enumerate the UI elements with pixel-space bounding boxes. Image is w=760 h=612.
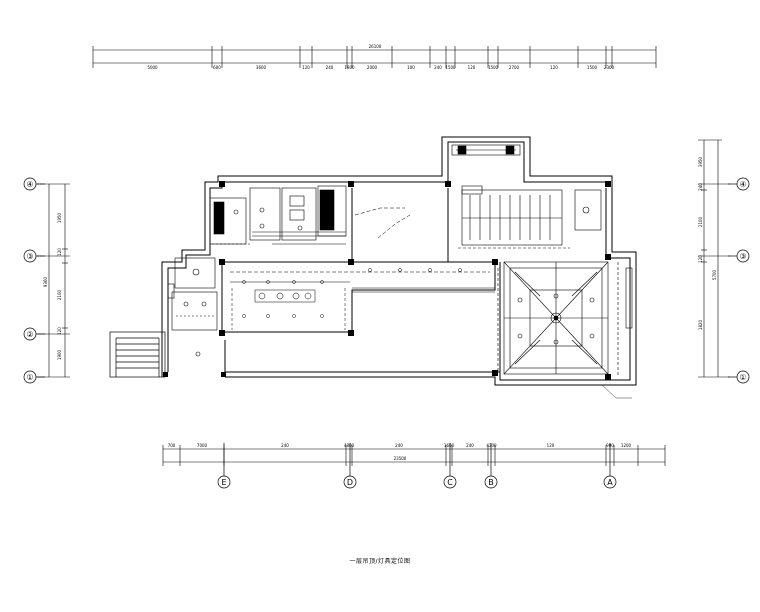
axis-label-4-right: ④ bbox=[739, 180, 746, 189]
axis-label-1-left: ① bbox=[26, 373, 33, 382]
top-segment-label: 1500 bbox=[488, 65, 499, 70]
top-segment-label: 120 bbox=[550, 65, 558, 70]
top-segment-label: 120 bbox=[468, 65, 476, 70]
axis-label-D: D bbox=[347, 478, 353, 487]
left-segment-labels: 1950 120 2100 120 1900 bbox=[57, 212, 62, 360]
central-ceiling bbox=[230, 207, 495, 330]
bottom-segment-label: 7000 bbox=[197, 443, 208, 448]
top-overall-dimension: 26100 bbox=[369, 44, 382, 49]
left-dimension-chain bbox=[37, 183, 70, 378]
axis-label-1-right: ① bbox=[739, 373, 746, 382]
right-seg-2: 240 bbox=[698, 183, 703, 191]
axis-label-3-left: ③ bbox=[26, 252, 33, 261]
bottom-segment-label: 240 bbox=[395, 443, 403, 448]
bottom-segment-label: 4800 bbox=[344, 443, 355, 448]
row-axis-labels: ④ ③ ② ① ④ ③ ① bbox=[26, 180, 746, 382]
bottom-segment-label: 240 bbox=[466, 443, 474, 448]
left-seg-4: 120 bbox=[57, 327, 62, 335]
column-axis-labels: E D C B A bbox=[221, 478, 613, 487]
bottom-segment-labels: 70070002404800240160024042001209001200 bbox=[168, 443, 632, 448]
stair-room bbox=[451, 144, 602, 249]
left-seg-3: 2100 bbox=[57, 289, 62, 300]
right-seg-5: 1820 bbox=[698, 319, 703, 330]
top-segment-label: 2300 bbox=[604, 65, 615, 70]
axis-label-2-left: ② bbox=[26, 330, 33, 339]
right-dimension-chain bbox=[698, 139, 730, 378]
axis-label-A: A bbox=[607, 478, 613, 487]
left-seg-1: 1950 bbox=[57, 212, 62, 223]
row-axis-bubbles bbox=[23, 177, 750, 384]
axis-label-C: C bbox=[447, 478, 453, 487]
bottom-segment-label: 1600 bbox=[444, 443, 455, 448]
top-segment-label: 240 bbox=[434, 65, 442, 70]
right-seg-3: 2100 bbox=[698, 216, 703, 227]
coffered-ceiling-room bbox=[497, 261, 633, 375]
left-rooms-fixtures bbox=[167, 257, 218, 357]
exterior-walls bbox=[161, 136, 637, 386]
top-segment-label: 100 bbox=[407, 65, 415, 70]
bottom-segment-label: 4200 bbox=[486, 443, 497, 448]
right-seg-1: 3950 bbox=[698, 156, 703, 167]
top-segment-label: 120 bbox=[302, 65, 310, 70]
left-seg-2: 120 bbox=[57, 248, 62, 256]
left-overall-dimension: 9360 bbox=[43, 276, 48, 287]
right-segment-labels: 3950 240 2100 120 1820 bbox=[698, 156, 703, 330]
right-overall-dimension: 5700 bbox=[712, 269, 717, 280]
bottom-segment-label: 120 bbox=[547, 443, 555, 448]
top-segment-label: 2000 bbox=[367, 65, 378, 70]
structural-columns bbox=[163, 181, 611, 380]
axis-label-3-right: ③ bbox=[739, 252, 746, 261]
top-segment-label: 1500 bbox=[587, 65, 598, 70]
left-seg-5: 1900 bbox=[57, 349, 62, 360]
top-segment-label: 5000 bbox=[147, 65, 158, 70]
bottom-dimension-chain bbox=[162, 445, 666, 466]
kitchen-rooms bbox=[209, 185, 347, 245]
top-dimension-chain bbox=[92, 46, 657, 68]
bottom-segment-label: 700 bbox=[168, 443, 176, 448]
bottom-segment-label: 240 bbox=[281, 443, 289, 448]
drawing-title: 一层吊顶/灯具定位图 bbox=[349, 558, 411, 565]
column-axis-bubbles bbox=[217, 443, 617, 489]
top-segment-label: 1500 bbox=[445, 65, 456, 70]
right-seg-4: 120 bbox=[698, 255, 703, 263]
axis-label-B: B bbox=[488, 478, 494, 487]
entrance-steps bbox=[109, 331, 166, 378]
bottom-segment-label: 1200 bbox=[621, 443, 632, 448]
axis-label-E: E bbox=[221, 478, 226, 487]
annotation-leaders bbox=[601, 384, 632, 399]
bottom-overall-dimension: 23500 bbox=[394, 456, 407, 461]
axis-label-4-left: ④ bbox=[26, 180, 33, 189]
top-segment-label: 600 bbox=[213, 65, 221, 70]
top-segment-label: 3600 bbox=[256, 65, 267, 70]
top-segment-label: 2700 bbox=[509, 65, 520, 70]
top-segment-label: 240 bbox=[326, 65, 334, 70]
top-segment-label: 1800 bbox=[344, 65, 355, 70]
